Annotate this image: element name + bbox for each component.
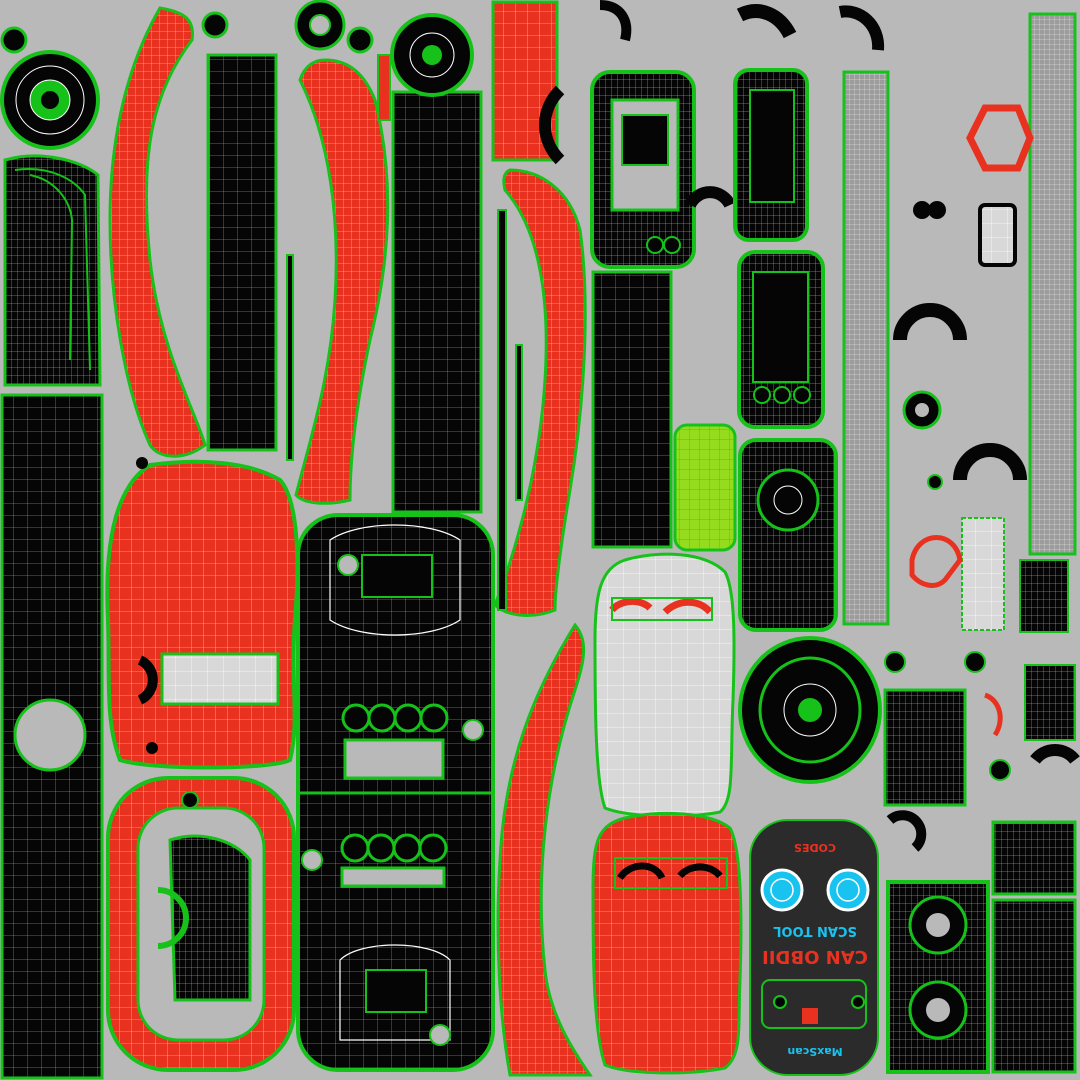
light-shell-island xyxy=(593,552,736,818)
mid-device-islands xyxy=(673,250,838,632)
curved-cable-bundle xyxy=(3,154,102,387)
red-shell-bottom-island xyxy=(591,811,743,1075)
label-header-text: CODES xyxy=(794,841,836,854)
bottom-right-tire-islands xyxy=(886,810,1077,1074)
label-title-text: CAN OBDII xyxy=(762,946,868,967)
button-cluster-upper xyxy=(341,703,449,733)
button-cluster-lower xyxy=(340,833,448,863)
left-column-islands xyxy=(0,26,104,1080)
scan-tool-label-decal: CODES SCAN TOOL CAN OBDII MaxScan xyxy=(749,819,879,1076)
label-brand-text: MaxScan xyxy=(787,1045,842,1058)
red-shell-top-island xyxy=(105,457,300,770)
tall-dark-strips xyxy=(206,0,1077,626)
red-frame-island xyxy=(106,776,296,1072)
dial-right-icon xyxy=(826,868,870,912)
top-left-wheel-island xyxy=(0,26,100,150)
wheel-island-lower xyxy=(738,636,1080,807)
label-subtitle-text: SCAN TOOL xyxy=(773,923,857,938)
top-round-pieces xyxy=(201,0,474,97)
dial-left-icon xyxy=(760,868,804,912)
dark-body-panel xyxy=(296,513,495,1072)
tall-dark-strip-island xyxy=(0,393,104,1080)
center-device-islands xyxy=(539,0,885,269)
red-handle-strips xyxy=(108,6,593,1077)
right-area-islands xyxy=(893,104,1069,633)
